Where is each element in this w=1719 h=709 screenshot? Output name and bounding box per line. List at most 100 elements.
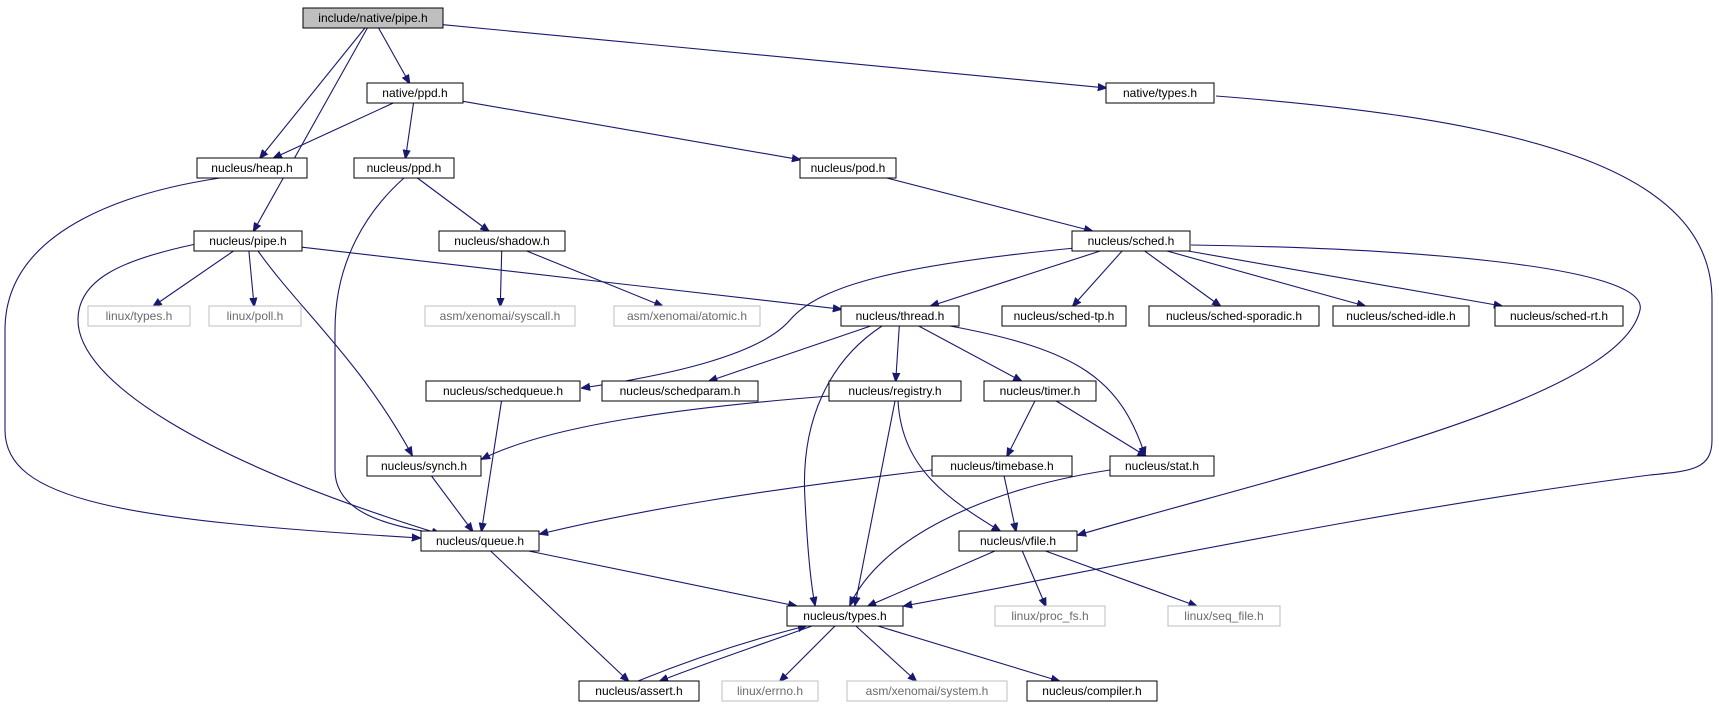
node-native-types-h[interactable]: native/types.h [1105,82,1215,104]
node-box [840,305,960,327]
edge-nucleus-pipe-h-to-nucleus-synch-h [257,250,412,455]
node-nucleus-registry-h[interactable]: nucleus/registry.h [828,380,962,402]
node-box [613,305,761,327]
node-box [721,680,819,702]
node-label: nucleus/shadow.h [454,234,549,248]
edge-line [431,475,473,531]
edge-include-native-pipe-h-to-native-ppd-h [378,27,410,83]
edge-include-native-pipe-h-to-nucleus-heap-h [260,27,366,158]
edge-line [780,625,836,681]
node-label: linux/seq_file.h [1184,609,1263,623]
edge-native-types-h-to-nucleus-types-h [904,95,1713,606]
header-nodes: include/native/pipe.h native/ppd.h native/… [87,7,1624,702]
node-box [1105,82,1215,104]
edge-nucleus-types-h-to-nucleus-compiler-h [877,625,1059,681]
edge-line [1045,550,1197,606]
node-native-ppd-h[interactable]: native/ppd.h [366,82,464,104]
edge-nucleus-timebase-h-to-nucleus-vfile-h [1003,475,1016,531]
edge-nucleus-vfile-h-to-linux-proc-fs-h [1021,550,1045,606]
node-nucleus-shadow-h[interactable]: nucleus/shadow.h [438,230,566,252]
edge-line [257,250,412,455]
node-label: linux/proc_fs.h [1011,609,1088,623]
edge-nucleus-sched-h-to-nucleus-sched-tp-h [1073,250,1123,306]
edge-nucleus-synch-h-to-nucleus-queue-h [431,475,473,531]
edge-line [490,550,629,681]
node-label: nucleus/timebase.h [950,459,1053,473]
node-label: nucleus/vfile.h [980,534,1056,548]
edge-nucleus-queue-h-to-nucleus-types-h [528,550,797,606]
edge-nucleus-shadow-h-to-asm-xenomai-syscall-h [500,250,501,306]
edge-line [260,27,366,158]
node-nucleus-sched-tp-h[interactable]: nucleus/sched-tp.h [1001,305,1127,327]
node-box [828,380,962,402]
edge-line [918,325,1022,381]
node-linux-proc-fs-h: linux/proc_fs.h [994,605,1106,627]
edge-native-ppd-h-to-nucleus-pod-h [462,100,800,159]
node-label: include/native/pipe.h [318,11,427,25]
node-box [302,7,444,29]
node-nucleus-synch-h[interactable]: nucleus/synch.h [366,455,482,477]
node-box [578,680,700,702]
edge-line [248,250,254,306]
edge-line [1003,475,1016,531]
node-label: nucleus/timer.h [1000,384,1081,398]
edge-nucleus-thread-h-to-nucleus-registry-h [896,325,900,381]
node-box [353,157,455,179]
edge-line [442,24,1106,88]
edge-line [462,100,800,159]
edge-line [334,177,440,534]
node-label: nucleus/pod.h [811,161,886,175]
node-nucleus-sched-rt-h[interactable]: nucleus/sched-rt.h [1494,305,1624,327]
node-label: nucleus/compiler.h [1042,684,1141,698]
node-nucleus-schedparam-h[interactable]: nucleus/schedparam.h [601,380,759,402]
node-linux-errno-h: linux/errno.h [721,680,819,702]
edge-nucleus-sched-h-to-nucleus-sched-idle-h [1166,250,1365,306]
edge-line [709,325,871,381]
edge-nucleus-thread-h-to-nucleus-stat-h [949,325,1145,455]
node-nucleus-sched-h[interactable]: nucleus/sched.h [1071,230,1191,252]
node-box [1001,305,1127,327]
node-label: native/ppd.h [382,86,447,100]
edge-nucleus-thread-h-to-nucleus-timer-h [918,325,1022,381]
edge-line [528,550,797,606]
node-nucleus-compiler-h[interactable]: nucleus/compiler.h [1026,680,1158,702]
node-nucleus-schedqueue-h[interactable]: nucleus/schedqueue.h [425,380,581,402]
node-nucleus-timebase-h[interactable]: nucleus/timebase.h [931,455,1073,477]
node-label: asm/xenomai/system.h [866,684,989,698]
node-label: nucleus/synch.h [381,459,467,473]
edge-line [850,469,1111,605]
edge-nucleus-pipe-h-to-nucleus-thread-h [301,246,841,309]
node-nucleus-assert-h[interactable]: nucleus/assert.h [578,680,700,702]
edge-line [855,625,916,681]
edge-nucleus-timebase-h-to-nucleus-queue-h [540,469,933,534]
edge-nucleus-heap-h-to-nucleus-queue-h [4,177,420,538]
node-nucleus-queue-h[interactable]: nucleus/queue.h [420,530,540,552]
edge-nucleus-types-h-to-asm-xenomai-system-h [855,625,916,681]
node-include-native-pipe-h[interactable]: include/native/pipe.h [302,7,444,29]
node-nucleus-thread-h[interactable]: nucleus/thread.h [840,305,960,327]
node-label: nucleus/sched-idle.h [1346,309,1455,323]
node-nucleus-heap-h[interactable]: nucleus/heap.h [196,157,308,179]
node-nucleus-types-h[interactable]: nucleus/types.h [786,605,904,627]
node-nucleus-pod-h[interactable]: nucleus/pod.h [799,157,897,179]
node-box [208,305,302,327]
node-box [786,605,904,627]
node-label: nucleus/registry.h [848,384,941,398]
node-label: nucleus/sched.h [1088,234,1175,248]
node-nucleus-sched-sporadic-h[interactable]: nucleus/sched-sporadic.h [1148,305,1320,327]
node-linux-seq-file-h: linux/seq_file.h [1167,605,1281,627]
node-box [1148,305,1320,327]
node-box [983,380,1097,402]
node-nucleus-pipe-h[interactable]: nucleus/pipe.h [193,230,303,252]
node-label: nucleus/pipe.h [209,234,286,248]
node-nucleus-timer-h[interactable]: nucleus/timer.h [983,380,1097,402]
node-nucleus-ppd-h[interactable]: nucleus/ppd.h [353,157,455,179]
node-label: nucleus/queue.h [436,534,524,548]
node-nucleus-sched-idle-h[interactable]: nucleus/sched-idle.h [1332,305,1470,327]
node-box [193,230,303,252]
node-label: nucleus/schedqueue.h [443,384,563,398]
node-nucleus-stat-h[interactable]: nucleus/stat.h [1109,455,1215,477]
node-label: linux/types.h [106,309,173,323]
node-nucleus-vfile-h[interactable]: nucleus/vfile.h [958,530,1078,552]
edge-line [582,247,1076,388]
